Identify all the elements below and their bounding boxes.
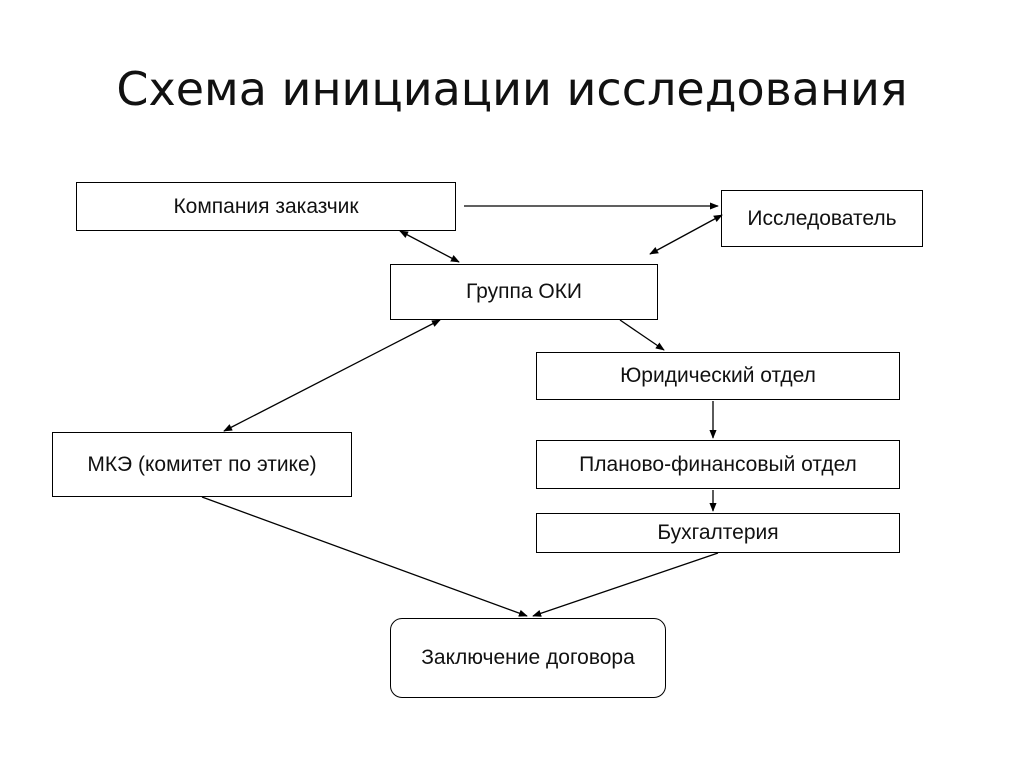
node-legal-department: Юридический отдел (536, 352, 900, 400)
node-ethics-committee: МКЭ (комитет по этике) (52, 432, 352, 497)
arrow-oki-to-legal (619, 319, 665, 351)
arrow-accounting-to-contract (532, 552, 719, 617)
node-oki-group: Группа ОКИ (390, 264, 658, 320)
node-researcher: Исследователь (721, 190, 923, 247)
node-customer-company: Компания заказчик (76, 182, 456, 231)
arrow-researcher-oki (649, 214, 723, 255)
node-finance-department: Планово-финансовый отдел (536, 440, 900, 489)
arrow-ethics-to-contract (201, 496, 528, 617)
arrow-customer-oki (399, 230, 460, 263)
page-title: Схема инициации исследования (116, 62, 908, 116)
arrow-oki-ethics (223, 319, 441, 432)
node-contract-conclusion: Заключение договора (390, 618, 666, 698)
node-accounting: Бухгалтерия (536, 513, 900, 553)
